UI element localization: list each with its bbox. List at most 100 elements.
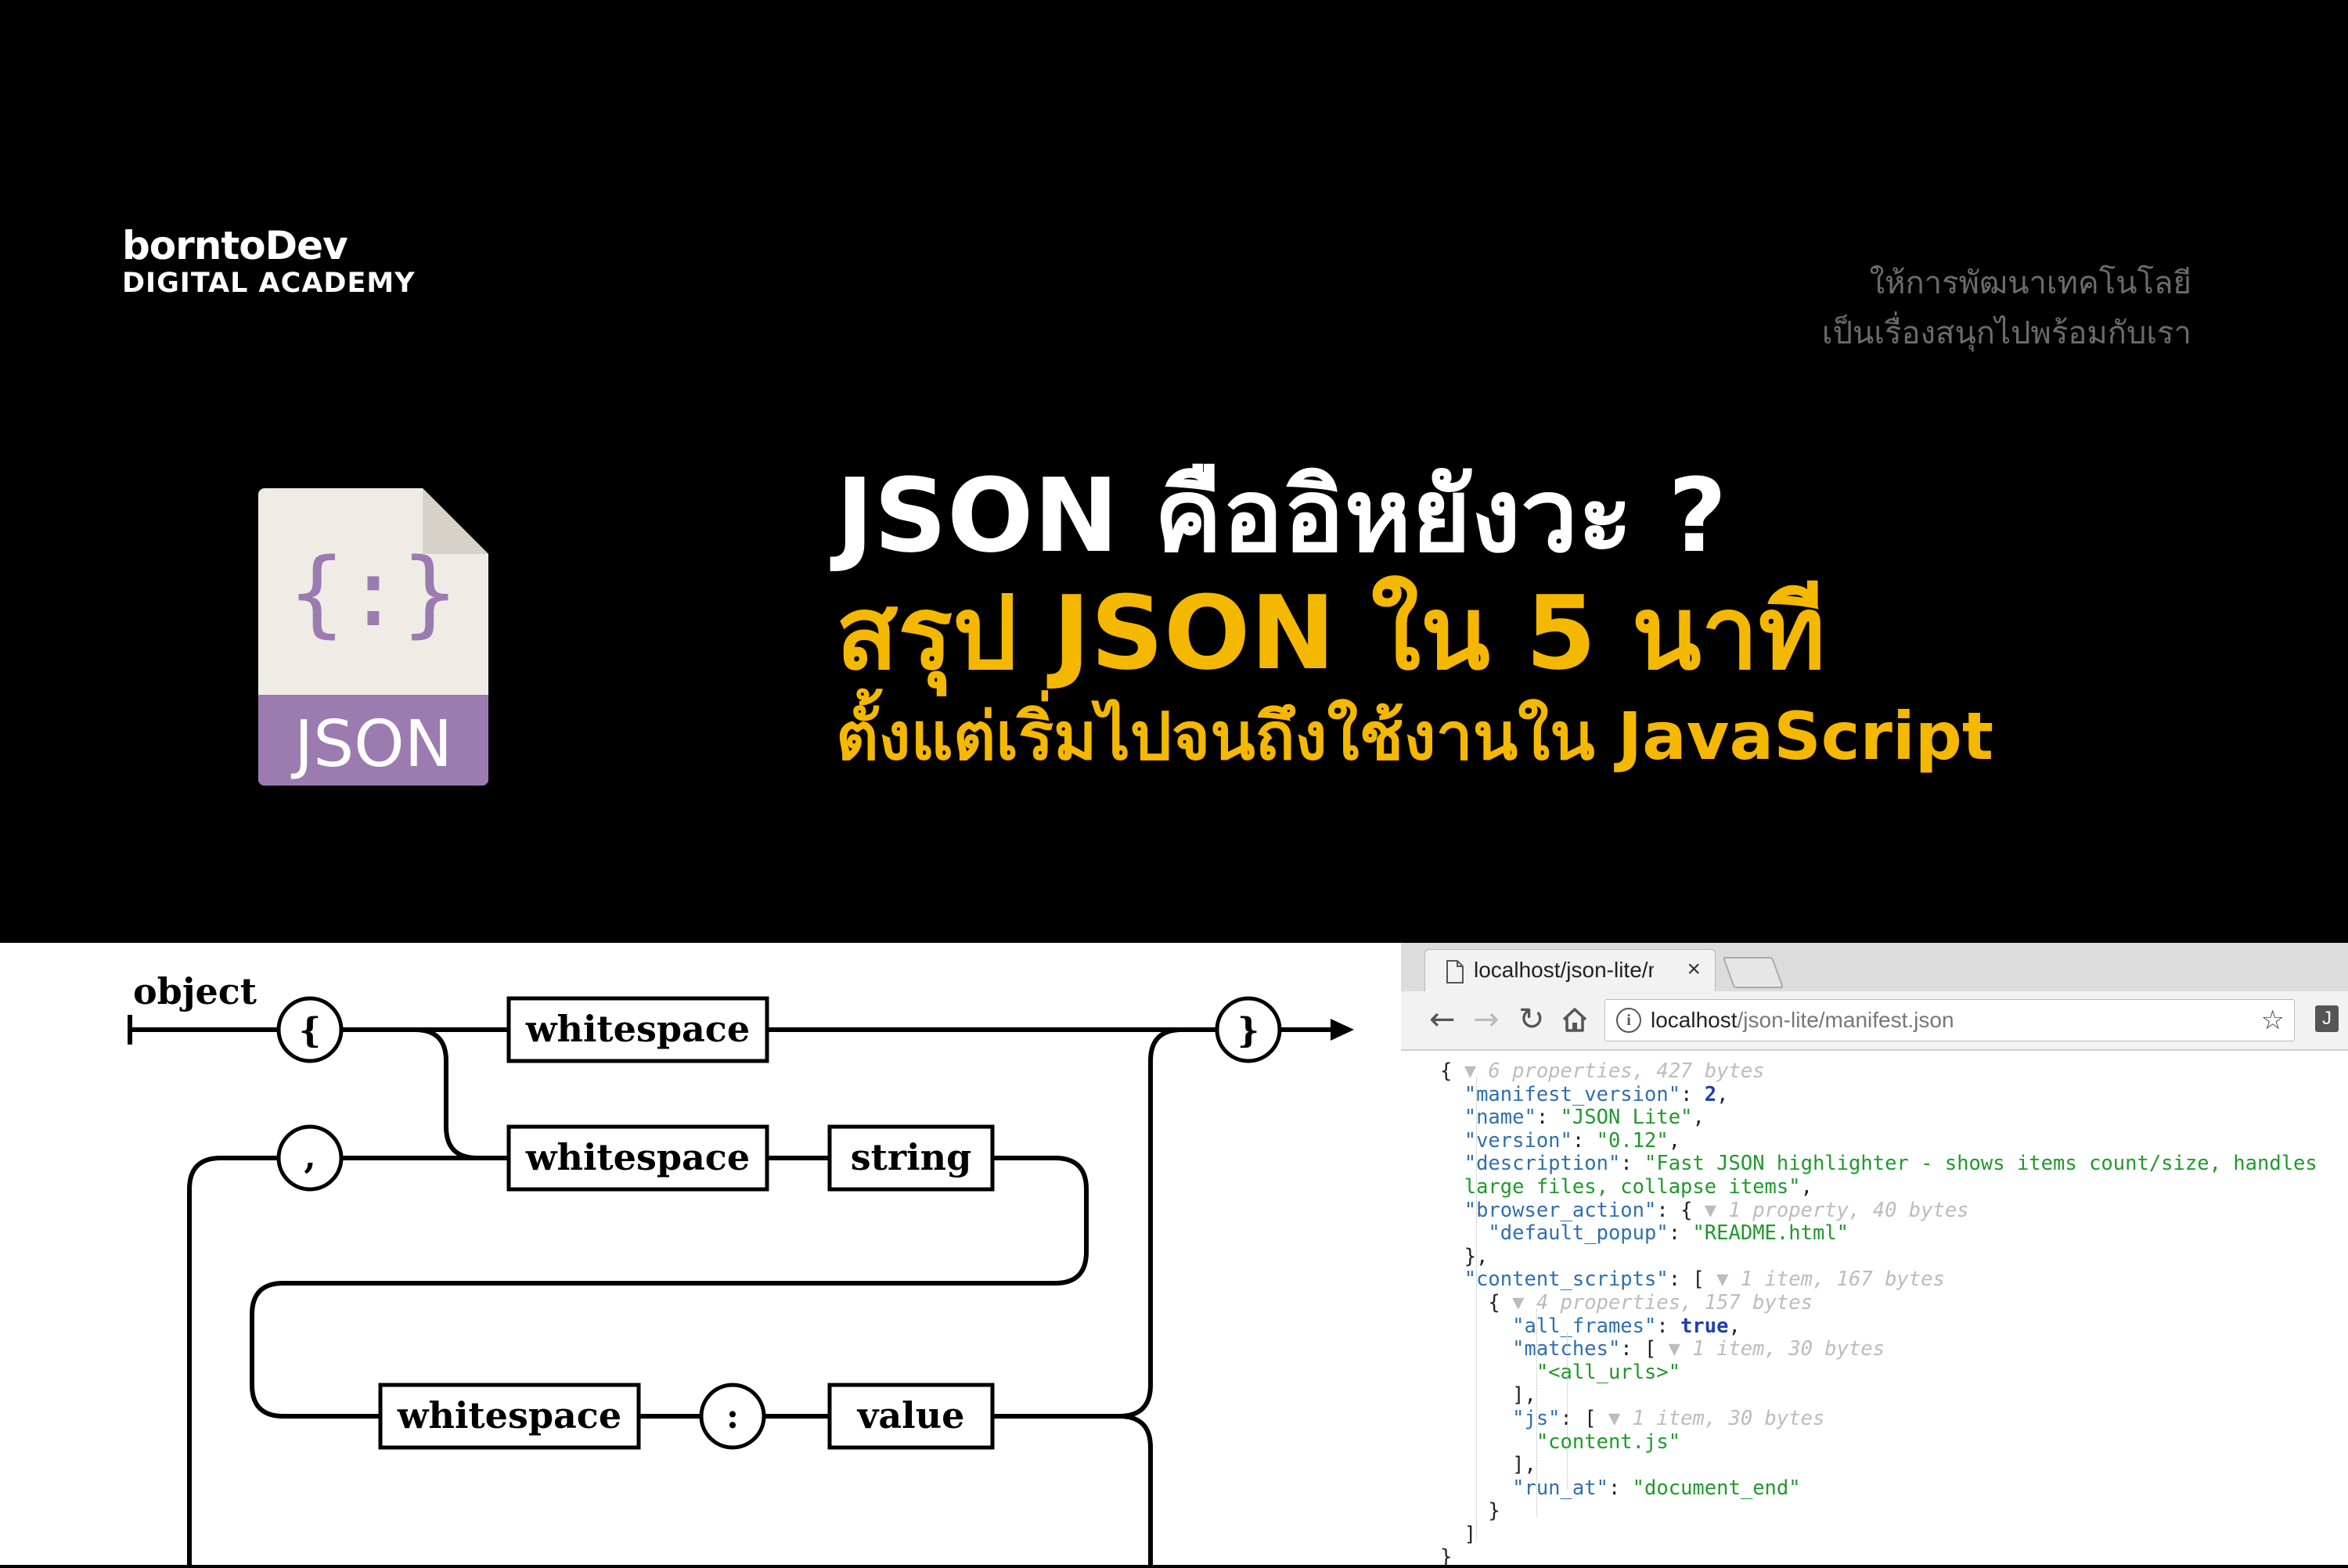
colon-node: : [699,1383,766,1450]
json-punctuation [1440,1221,1488,1245]
json-line: "<all_urls>" [1440,1361,2348,1385]
json-punctuation [1440,1083,1464,1106]
json-line: ], [1440,1384,2348,1408]
browser-tab[interactable]: localhost/json-lite/m × [1424,949,1716,992]
json-punctuation [1440,1175,1464,1199]
json-line: } [1440,1546,2348,1565]
indent-guide [1567,1332,1568,1489]
info-icon[interactable]: i [1616,1008,1641,1033]
json-punctuation: : [1608,1476,1633,1500]
new-tab-button[interactable] [1722,957,1784,988]
json-punctuation: : [1572,1128,1597,1153]
json-key: "default_popup" [1488,1221,1669,1246]
json-line: "browser_action": { ▼ 1 property, 40 byt… [1440,1199,2348,1223]
back-icon[interactable]: ← [1429,1002,1456,1038]
json-punctuation: { [1440,1290,1513,1314]
tagline-line-1: ให้การพัฒนาเทคโนโลยี [1869,265,2191,301]
json-punctuation [1440,1268,1464,1291]
whitespace-box-3: whitespace [378,1383,641,1450]
json-key: "manifest_version" [1464,1082,1681,1106]
json-collapse-meta[interactable]: ▼ 6 properties, 427 bytes [1464,1059,1765,1083]
forward-icon[interactable]: → [1473,1002,1500,1038]
json-punctuation: ], [1440,1383,1536,1408]
json-punctuation [1440,1430,1536,1454]
json-line: "js": [ ▼ 1 item, 30 bytes [1440,1406,2348,1431]
exit-arrow-icon [1331,1019,1354,1041]
json-punctuation: : [ [1620,1337,1669,1361]
json-collapse-meta[interactable]: ▼ 1 item, 30 bytes [1668,1337,1885,1361]
json-string: "content.js" [1536,1430,1681,1454]
json-punctuation: }, [1440,1244,1489,1268]
address-bar[interactable]: i localhost/json-lite/manifest.json ☆ [1604,999,2295,1041]
json-collapse-meta[interactable]: ▼ 1 item, 30 bytes [1608,1406,1825,1430]
extension-icon[interactable]: J [2315,1005,2339,1032]
json-punctuation [1440,1152,1464,1175]
tagline-line-2: เป็นเรื่องสนุกไปพร้อมกับเรา [1821,315,2191,351]
json-punctuation: } [1440,1499,1500,1523]
json-punctuation: : [ [1560,1406,1608,1430]
headline: JSON คืออิหยังวะ ? สรุป JSON ใน 5 นาที ต… [836,457,1993,779]
json-collapse-meta[interactable]: ▼ 1 property, 40 bytes [1704,1198,1969,1222]
svg-text:value: value [857,1394,965,1437]
json-collapse-meta[interactable]: ▼ 4 properties, 157 bytes [1512,1290,1813,1314]
whitespace-box-2: whitespace [506,1124,769,1192]
json-key: "matches" [1512,1337,1621,1361]
json-punctuation: : { [1656,1198,1705,1222]
json-line: { ▼ 4 properties, 157 bytes [1440,1290,2348,1315]
file-icon-label: JSON [290,707,452,782]
json-punctuation: : [1620,1152,1645,1176]
brand-name: borntoDev [122,223,348,268]
json-string: large files, collapse items" [1464,1174,1801,1199]
indent-guide [1476,1077,1477,1541]
json-string: "0.12" [1596,1128,1669,1153]
json-line: } [1440,1499,2348,1523]
json-punctuation [1440,1361,1536,1384]
json-string: "<all_urls>" [1536,1360,1681,1384]
json-key: "content_scripts" [1464,1268,1669,1292]
railroad-svg: object { , } : whitespace whitespace [128,970,1354,1567]
json-collapse-meta[interactable]: ▼ 1 item, 167 bytes [1716,1268,1945,1292]
json-punctuation [1440,1129,1464,1153]
json-line: }, [1440,1244,2348,1269]
page-icon [1446,960,1464,984]
brand-subtitle: DIGITAL ACADEMY [122,268,416,299]
json-punctuation: : [1668,1221,1693,1246]
json-line: "content.js" [1440,1430,2348,1455]
json-key: "description" [1464,1152,1621,1176]
json-string: "Fast JSON highlighter - shows items cou… [1644,1152,2317,1176]
json-line: "default_popup": "README.html" [1440,1221,2348,1246]
track-right-down [1117,1414,1153,1567]
json-line: { ▼ 6 properties, 427 bytes [1440,1059,2348,1084]
json-punctuation: , [1728,1314,1741,1338]
json-line: "description": "Fast JSON highlighter - … [1440,1153,2348,1176]
json-punctuation: ] [1440,1522,1477,1546]
svg-text:whitespace: whitespace [397,1394,621,1437]
tab-strip: localhost/json-lite/m × [1401,943,2348,992]
json-punctuation: , [1668,1128,1681,1153]
close-icon[interactable]: × [1687,956,1701,982]
brand-logo: borntoDev DIGITAL ACADEMY [122,224,416,299]
svg-text:}: } [1237,1011,1259,1051]
reload-icon[interactable]: ↻ [1518,1002,1545,1038]
json-punctuation: , [1692,1106,1705,1130]
json-number: 2 [1704,1082,1717,1106]
svg-text:whitespace: whitespace [525,1008,750,1050]
json-object-railroad-diagram: object { , } : whitespace whitespace [0,943,1401,1567]
indent-guide [1536,1309,1537,1517]
json-file-icon: {:} JSON [258,488,488,786]
value-box: value [827,1383,995,1450]
json-key: "name" [1464,1106,1536,1130]
browser-window: localhost/json-lite/m × ← → ↻ i localhos… [1401,943,2348,1565]
file-icon-symbol: {:} [289,539,459,648]
json-key: "version" [1464,1128,1572,1153]
svg-text:{: { [299,1011,321,1051]
json-line: "run_at": "document_end" [1440,1476,2348,1501]
track-left-loop [187,1156,281,1567]
json-line: "matches": [ ▼ 1 item, 30 bytes [1440,1337,2348,1361]
star-icon[interactable]: ☆ [2260,1005,2285,1036]
diagram-title: object [133,970,257,1012]
json-line: "version": "0.12", [1440,1128,2348,1153]
tagline: ให้การพัฒนาเทคโนโลยี เป็นเรื่องสนุกไปพร้… [1822,258,2191,358]
json-punctuation: : [1536,1106,1561,1130]
home-icon[interactable] [1561,1005,1589,1034]
